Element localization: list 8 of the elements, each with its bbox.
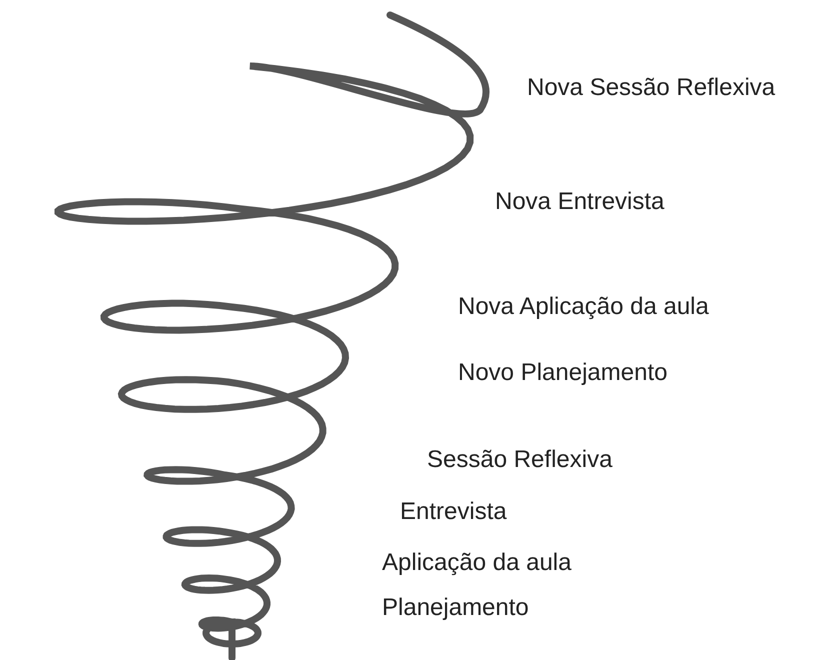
stage-label: Entrevista xyxy=(400,498,507,526)
stage-label: Nova Aplicação da aula xyxy=(458,293,709,321)
stage-label: Nova Entrevista xyxy=(495,188,664,216)
stage-label: Novo Planejamento xyxy=(458,359,668,387)
stage-label: Nova Sessão Reflexiva xyxy=(527,74,776,102)
stage-label: Sessão Reflexiva xyxy=(427,446,612,474)
stage-label: Planejamento xyxy=(382,594,529,622)
stage-label: Aplicação da aula xyxy=(382,549,572,577)
